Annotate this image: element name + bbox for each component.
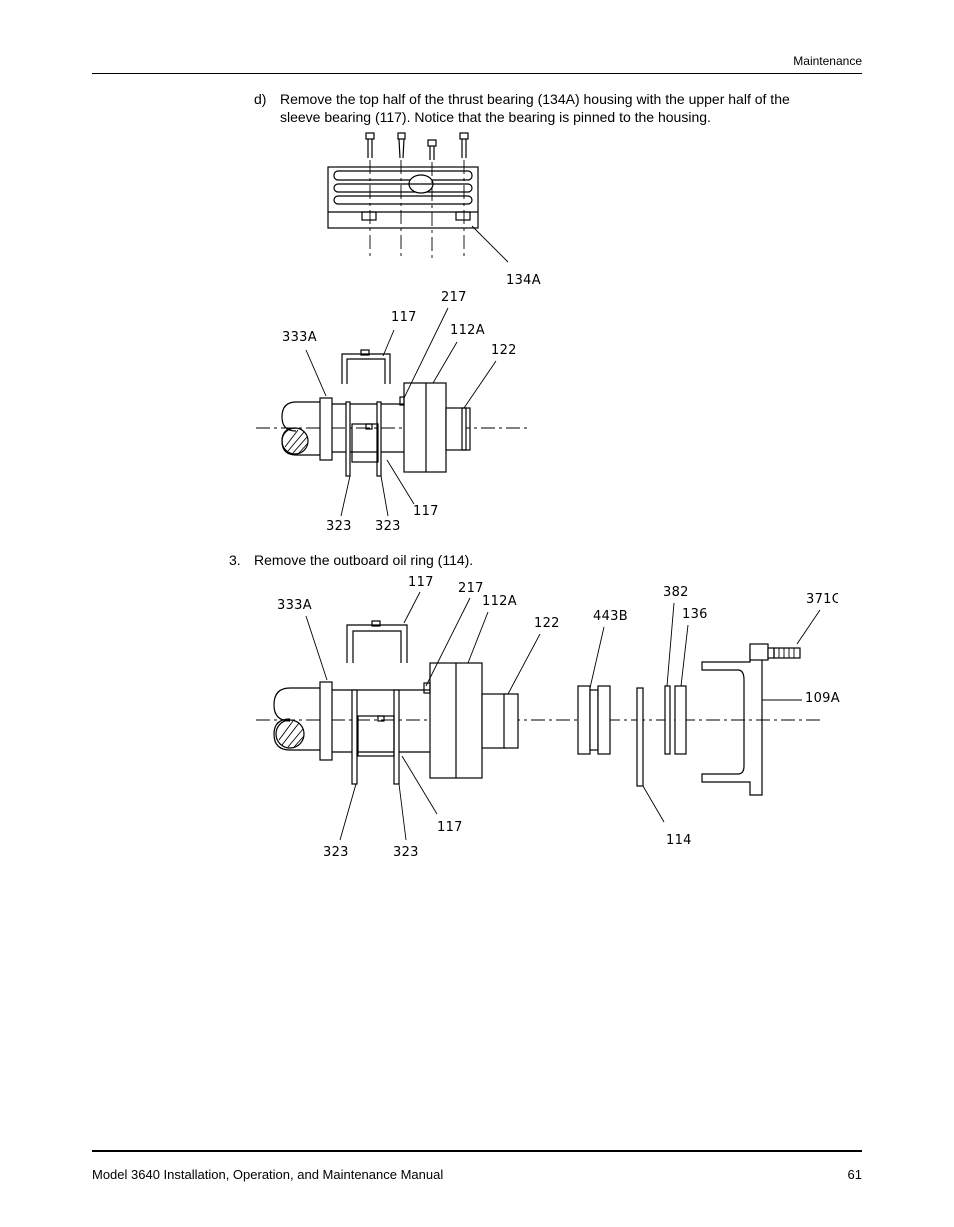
callout-217: 217 bbox=[441, 290, 467, 305]
callout-443b: 443B bbox=[593, 609, 628, 624]
callout-122: 122 bbox=[491, 343, 517, 358]
callout-109a: 109A bbox=[805, 691, 840, 706]
callout-112a: 112A bbox=[450, 323, 485, 338]
header-rule bbox=[92, 73, 862, 74]
step-d-marker: d) bbox=[254, 91, 267, 107]
callout-382: 382 bbox=[663, 585, 689, 600]
callout-217: 217 bbox=[458, 581, 484, 596]
callout-112a: 112A bbox=[482, 594, 517, 609]
callout-323-left: 323 bbox=[323, 845, 349, 860]
step-3-text: Remove the outboard oil ring (114). bbox=[254, 552, 474, 568]
footer-manual-title: Model 3640 Installation, Operation, and … bbox=[92, 1167, 444, 1182]
callout-323-right: 323 bbox=[393, 845, 419, 860]
footer-rule bbox=[92, 1150, 862, 1152]
callout-114: 114 bbox=[666, 833, 692, 848]
thrust-bearing-housing-drawing bbox=[327, 132, 509, 263]
callout-333a: 333A bbox=[277, 598, 312, 613]
callout-117-bottom: 117 bbox=[437, 820, 463, 835]
callout-136: 136 bbox=[682, 607, 708, 622]
callout-134a: 134A bbox=[506, 273, 541, 288]
callout-117-top: 117 bbox=[391, 310, 417, 325]
callout-333a: 333A bbox=[282, 330, 317, 345]
callout-117-bottom: 117 bbox=[413, 504, 439, 519]
callout-117-top: 117 bbox=[408, 575, 434, 590]
step-d-text-line2: sleeve bearing (117). Notice that the be… bbox=[280, 109, 711, 125]
step-3-marker: 3. bbox=[229, 552, 241, 568]
callout-371c: 371C bbox=[806, 592, 838, 607]
callout-323-left: 323 bbox=[326, 519, 352, 534]
step-d-text-line1: Remove the top half of the thrust bearin… bbox=[280, 91, 790, 107]
exploded-assembly-drawing bbox=[256, 591, 821, 841]
callout-323-right: 323 bbox=[375, 519, 401, 534]
callout-122: 122 bbox=[534, 616, 560, 631]
footer-page-number: 61 bbox=[847, 1167, 862, 1182]
shaft-assembly-drawing-1 bbox=[256, 307, 530, 517]
section-header: Maintenance bbox=[793, 54, 862, 68]
